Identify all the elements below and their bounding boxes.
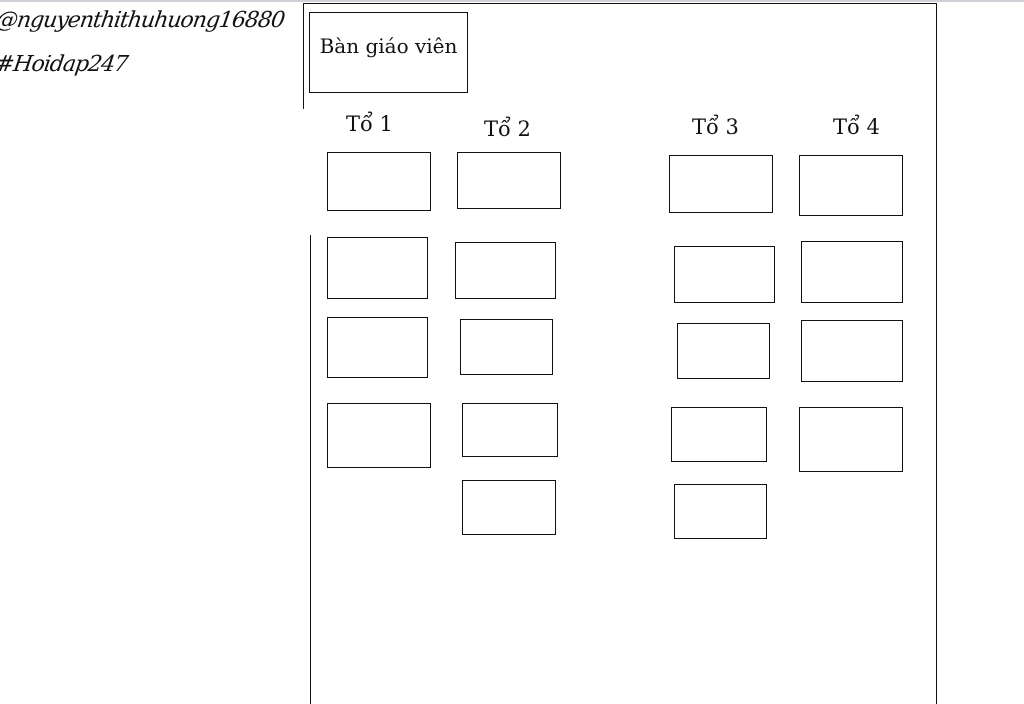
group-label-3: Tổ 3 — [692, 115, 739, 139]
watermark-username: @nguyenthithuhuong16880 — [0, 8, 286, 33]
group-1-desk — [327, 237, 428, 299]
group-3-desk — [674, 484, 767, 539]
group-3-desk — [674, 246, 775, 303]
group-3-desk — [671, 407, 767, 462]
group-2-desk — [457, 152, 561, 209]
group-label-2: Tổ 2 — [484, 117, 531, 141]
classroom-left-wall-upper — [303, 3, 304, 109]
top-border — [0, 0, 1024, 2]
group-1-desk — [327, 317, 428, 378]
group-2-desk — [462, 480, 556, 535]
group-2-desk — [462, 403, 558, 457]
teacher-desk-label: Bàn giáo viên — [319, 33, 458, 58]
group-1-desk — [327, 152, 431, 211]
group-1-desk — [327, 403, 431, 468]
group-4-desk — [799, 407, 903, 472]
group-3-desk — [669, 155, 773, 213]
group-4-desk — [801, 241, 903, 303]
watermark-hashtag: #Hoidap247 — [0, 52, 129, 77]
group-4-desk — [801, 320, 903, 382]
group-label-1: Tổ 1 — [346, 112, 393, 136]
group-2-desk — [455, 242, 556, 299]
teacher-desk: Bàn giáo viên — [309, 12, 468, 93]
classroom-left-wall-lower — [310, 235, 311, 704]
classroom-right-wall — [936, 3, 937, 704]
classroom-top-wall — [304, 3, 936, 4]
group-3-desk — [677, 323, 770, 379]
group-label-4: Tổ 4 — [833, 115, 880, 139]
group-4-desk — [799, 155, 903, 216]
group-2-desk — [460, 319, 553, 375]
